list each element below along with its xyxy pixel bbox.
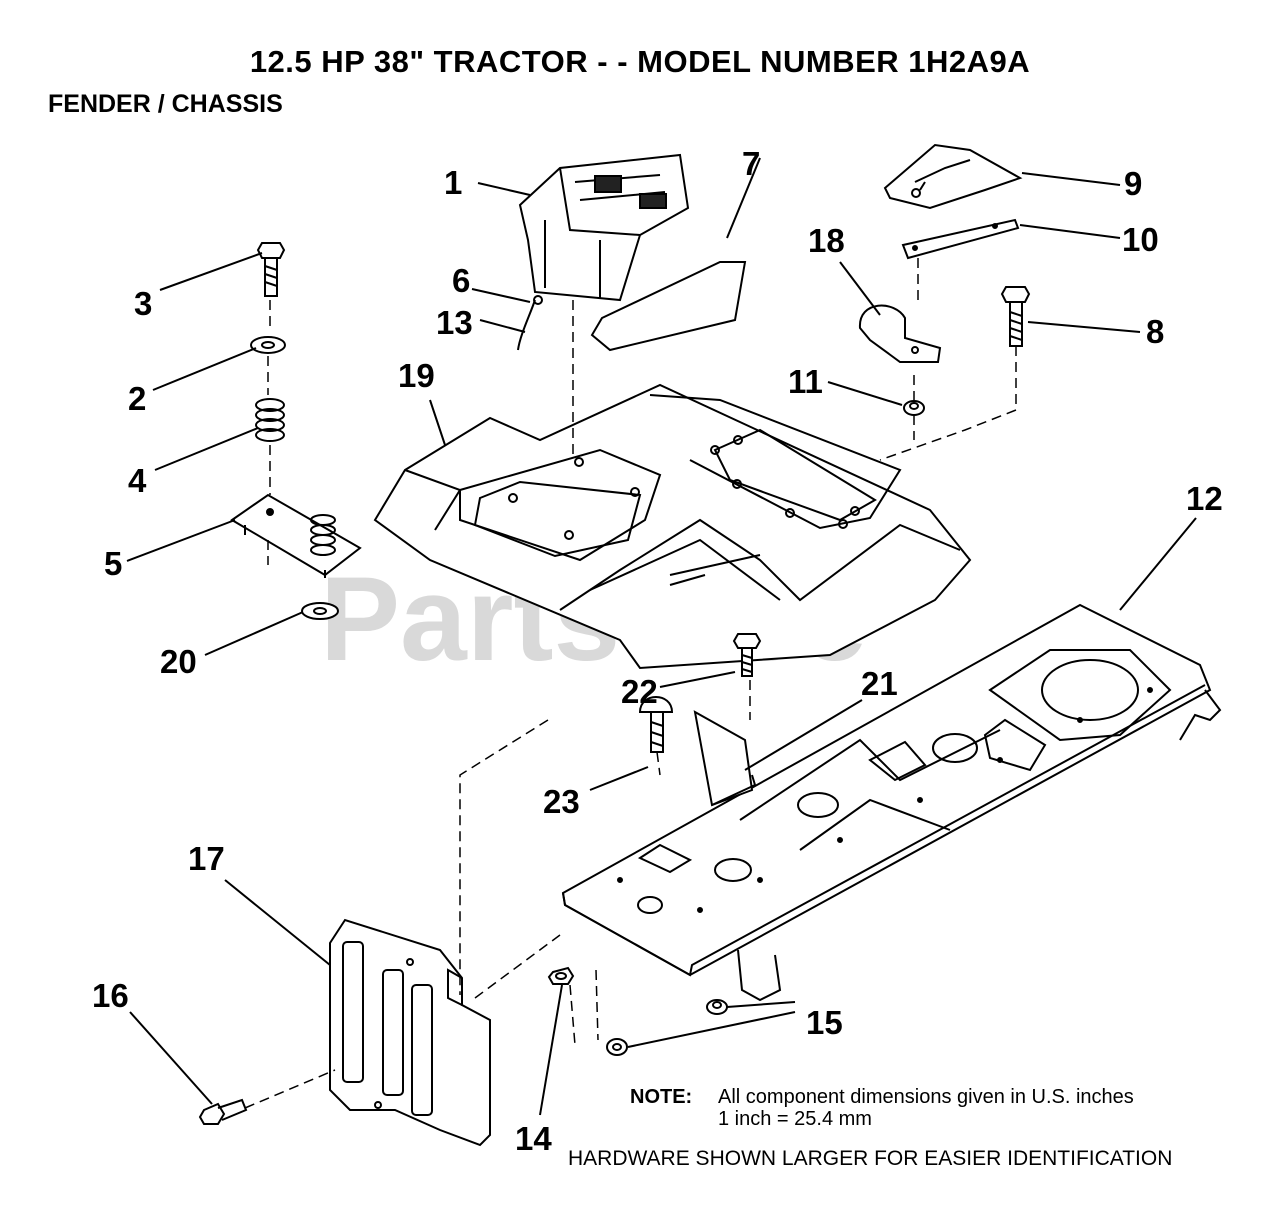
- callout-14: 14: [515, 1120, 552, 1157]
- part-7-decal: [590, 261, 747, 352]
- part-18-clamp: [858, 304, 942, 363]
- part-3-bolt: [256, 242, 286, 297]
- part-10-bracket: [901, 218, 1020, 260]
- part-20-washer: [301, 602, 339, 620]
- callout-13: 13: [436, 304, 473, 341]
- note-line-1: All component dimensions given in U.S. i…: [718, 1086, 1134, 1108]
- callout-1: 1: [444, 164, 462, 201]
- callout-6: 6: [452, 262, 470, 299]
- callout-2: 2: [128, 380, 146, 417]
- callout-19: 19: [398, 357, 435, 394]
- page-title: 12.5 HP 38" TRACTOR - - MODEL NUMBER 1H2…: [249, 44, 1031, 79]
- part-15-nuts: [606, 999, 728, 1056]
- callout-22: 22: [621, 673, 658, 710]
- callout-12: 12: [1186, 480, 1223, 517]
- part-14-nut: [547, 966, 575, 985]
- callout-7: 7: [742, 145, 760, 182]
- alignment-lines: [244, 258, 1017, 1109]
- note-block: NOTE: All component dimensions given in U…: [630, 1086, 1134, 1130]
- part-5-plate: [230, 493, 362, 578]
- callout-5: 5: [104, 545, 122, 582]
- part-22-screw: [732, 633, 762, 677]
- part-12-chassis: [561, 603, 1222, 1002]
- note-line-2: 1 inch = 25.4 mm: [718, 1108, 872, 1130]
- callout-20: 20: [160, 643, 197, 680]
- hardware-note: HARDWARE SHOWN LARGER FOR EASIER IDENTIF…: [568, 1147, 1173, 1170]
- part-9-cover: [883, 143, 1023, 210]
- part-16-bolt: [198, 1098, 248, 1125]
- callout-4: 4: [128, 462, 147, 499]
- callout-18: 18: [808, 222, 845, 259]
- part-2-washer: [250, 336, 286, 354]
- callout-3: 3: [134, 285, 152, 322]
- part-11-nut: [903, 400, 925, 416]
- callout-8: 8: [1146, 313, 1164, 350]
- part-1-tray: [518, 153, 690, 302]
- note-label: NOTE:: [630, 1086, 693, 1108]
- callout-11: 11: [788, 363, 823, 400]
- callout-23: 23: [543, 783, 580, 820]
- part-13-clip: [517, 295, 543, 351]
- part-19-fender: [373, 383, 972, 670]
- callout-17: 17: [188, 840, 225, 877]
- part-21-bracket: [693, 710, 757, 807]
- callout-numbers: 1 2 3 4 5 6 7 8 9 10 11 12 13 14 15 16 1…: [92, 145, 1223, 1157]
- part-17-shield: [329, 918, 491, 1147]
- callout-15: 15: [806, 1004, 843, 1041]
- part-8-bolt: [1000, 286, 1031, 347]
- callout-21: 21: [861, 665, 898, 702]
- section-title: FENDER / CHASSIS: [48, 90, 283, 118]
- leader-lines: [126, 157, 1197, 1116]
- callout-16: 16: [92, 977, 129, 1014]
- callout-10: 10: [1122, 221, 1159, 258]
- part-4-spring: [255, 398, 285, 442]
- callout-9: 9: [1124, 165, 1142, 202]
